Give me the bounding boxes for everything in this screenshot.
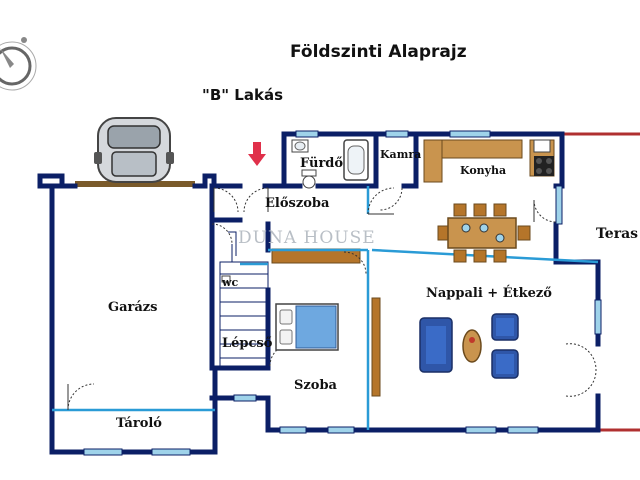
armchair-icon xyxy=(491,313,519,379)
walls xyxy=(37,131,601,455)
sofa-icon xyxy=(419,317,453,373)
coffee-table-icon xyxy=(462,329,482,363)
room-label-garazs: Garázs xyxy=(108,300,158,315)
door-leaves xyxy=(67,188,535,410)
stove-icon xyxy=(534,156,554,176)
sink-icon xyxy=(291,139,309,153)
toilet-icon xyxy=(221,169,317,283)
compass-icon xyxy=(0,37,37,91)
bathtub-icon xyxy=(343,139,369,181)
windows xyxy=(83,130,602,456)
dining-table-icon xyxy=(437,203,531,263)
room-label-kamra: Kamra xyxy=(380,148,422,161)
bed-icon xyxy=(275,303,339,351)
room-label-nappali: Nappali + Étkező xyxy=(426,286,552,301)
entrance-arrow-icon xyxy=(248,142,266,166)
page-title: Földszinti Alaprajz xyxy=(290,42,467,62)
doors xyxy=(67,187,597,411)
room-label-furdo: Fürdő xyxy=(300,156,344,171)
apartment-label: "B" Lakás xyxy=(202,86,283,104)
room-label-eloszoba: Előszoba xyxy=(265,196,330,211)
garage-threshold xyxy=(75,181,195,187)
living-shelf xyxy=(371,297,381,397)
room-label-szoba: Szoba xyxy=(294,378,337,393)
watermark: DUNA HOUSE xyxy=(238,228,376,248)
stairs xyxy=(219,231,269,367)
room-label-wc: wc xyxy=(222,276,239,289)
kitchen-sink-icon xyxy=(533,139,551,153)
room-label-lepcso: Lépcső xyxy=(222,336,273,351)
room-label-konyha: Konyha xyxy=(460,164,507,177)
terrace-outline xyxy=(563,132,640,432)
car-icon xyxy=(94,117,174,183)
room-label-terasz: Teras xyxy=(596,226,639,242)
room-label-tarolo: Tároló xyxy=(116,416,162,431)
